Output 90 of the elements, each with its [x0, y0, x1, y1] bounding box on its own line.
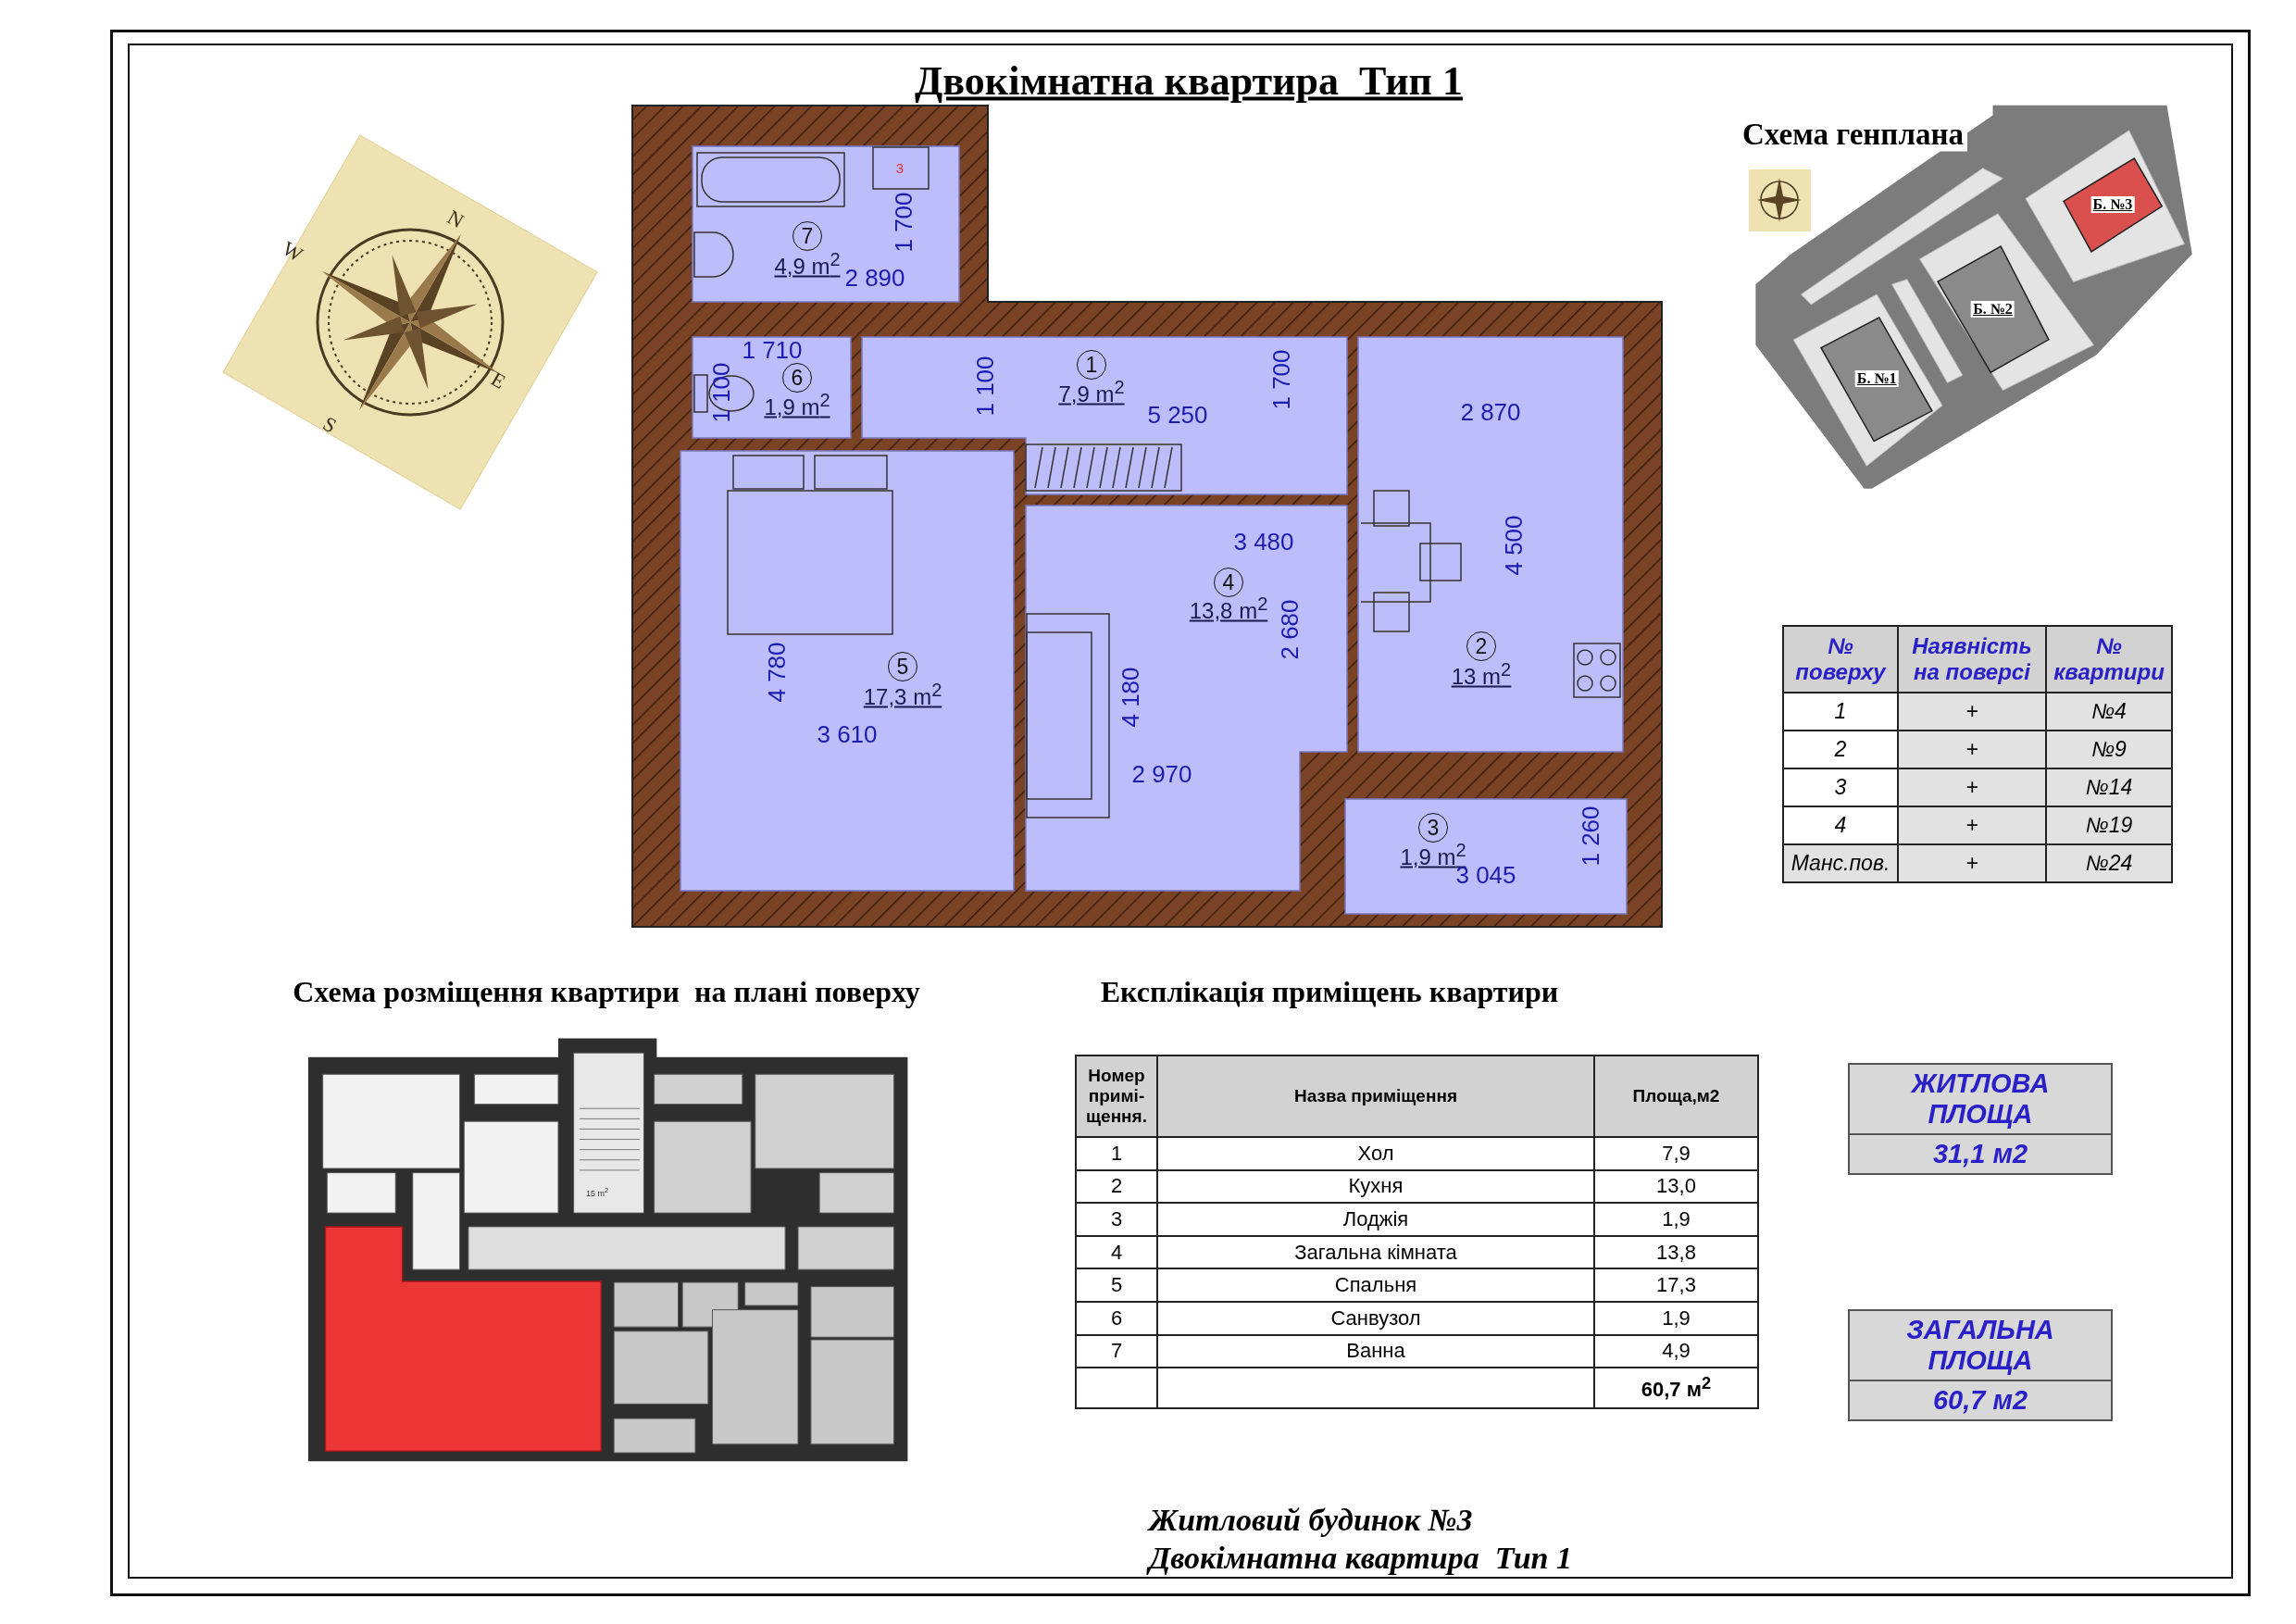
- room-number: 1: [1076, 1137, 1157, 1170]
- building-label: Б. №1: [1854, 370, 1899, 388]
- room-number: 7: [1076, 1334, 1157, 1368]
- room-name: Лоджія: [1157, 1203, 1594, 1236]
- dimension-label: 1 100: [706, 362, 736, 423]
- room-floor: [693, 337, 851, 438]
- room-name: Хол: [1157, 1137, 1594, 1170]
- availability-mark: +: [1898, 844, 2046, 882]
- availability-mark: +: [1898, 693, 2046, 731]
- room-floor: [1345, 799, 1627, 914]
- availability-mark: +: [1898, 731, 2046, 768]
- room-area: 17,3: [1594, 1268, 1758, 1302]
- room-number: 3: [1076, 1203, 1157, 1236]
- building-label: Б. №2: [1971, 301, 2015, 319]
- dimension-label: 1 260: [1576, 806, 1605, 867]
- floor-number: Манс.пов.: [1783, 844, 1898, 882]
- room-name: Кухня: [1157, 1169, 1594, 1204]
- room-floor: [1026, 506, 1347, 891]
- building-label: Б. №3: [2090, 196, 2135, 214]
- compass-letter: N: [443, 205, 468, 234]
- apartment-number: №24: [2046, 844, 2172, 882]
- apartment-number: №19: [2046, 806, 2172, 844]
- column-header: Площа,м2: [1594, 1056, 1758, 1137]
- section-heading: Схема розміщення квартири на плані поверху: [293, 974, 920, 1009]
- apartment-number: №14: [2046, 768, 2172, 806]
- area-heading: ЖИТЛОВА ПЛОЩА: [1910, 1068, 2051, 1131]
- room-number: 6: [1076, 1301, 1157, 1335]
- room-number: 5: [1076, 1268, 1157, 1302]
- dimension-label: 1 700: [889, 192, 918, 253]
- area-summary-panel: [1848, 1063, 2113, 1175]
- room-name: Спальня: [1157, 1268, 1594, 1302]
- building-footprint: [1821, 317, 1933, 442]
- room-area: 60,7 м$^{2}$: [1594, 1368, 1758, 1409]
- column-header: № квартири: [2046, 626, 2172, 693]
- dimension-label: 1 700: [1267, 349, 1296, 410]
- room-area: 13,8: [1594, 1235, 1758, 1269]
- dimension-label: 4 780: [762, 642, 792, 703]
- compass-letter: S: [318, 411, 341, 439]
- availability-mark: +: [1898, 806, 2046, 844]
- room-area: 4,9 m$^{2}$: [774, 248, 841, 280]
- room-number: 4: [1076, 1235, 1157, 1269]
- dimension-label: 2 680: [1275, 599, 1304, 660]
- area-summary-panel: [1848, 1309, 2113, 1421]
- compass-letter: E: [486, 367, 510, 394]
- footer-text: Житловий будинок №3: [1149, 1503, 1473, 1538]
- dimension-label: 4 180: [1116, 667, 1145, 728]
- room-floor: [680, 451, 1014, 891]
- floor-number: 1: [1783, 693, 1898, 731]
- room-area: 7,9: [1594, 1137, 1758, 1170]
- section-heading: Експлікація приміщень квартири: [1100, 974, 1559, 1009]
- building-footprint: [1937, 246, 2049, 373]
- floor-number: 3: [1783, 768, 1898, 806]
- compass-letter: W: [278, 236, 307, 268]
- dimension-label: 2 870: [1460, 397, 1521, 427]
- column-header: № поверху: [1783, 626, 1898, 693]
- dimension-label: 4 500: [1499, 515, 1529, 576]
- room-area: 13,0: [1594, 1169, 1758, 1204]
- room-area: 17,3 m$^{2}$: [863, 679, 942, 710]
- room-floor: [693, 146, 959, 302]
- area-note: 15 m$^{2}$: [585, 1185, 609, 1198]
- apartment-number: №9: [2046, 731, 2172, 768]
- apartment-number: №4: [2046, 693, 2172, 731]
- column-header: Назва приміщення: [1157, 1056, 1594, 1137]
- dimension-label: 2 970: [1131, 759, 1192, 789]
- dimension-label: 3 610: [817, 719, 878, 749]
- floor-number: 4: [1783, 806, 1898, 844]
- room-floor: [862, 337, 1347, 494]
- dimension-label: 1 710: [742, 335, 803, 365]
- dimension-label: 1 100: [970, 356, 1000, 417]
- room-area: 1,9: [1594, 1203, 1758, 1236]
- area-heading: ЗАГАЛЬНА ПЛОЩА: [1905, 1314, 2055, 1377]
- dimension-label: 5 250: [1147, 400, 1208, 430]
- room-floor: [1358, 337, 1623, 752]
- area-value: 60,7 м2: [1850, 1380, 2111, 1419]
- area-value: 31,1 м2: [1850, 1133, 2111, 1173]
- availability-mark: +: [1898, 768, 2046, 806]
- floor-number: 2: [1783, 731, 1898, 768]
- column-header: Наявність на поверсі: [1898, 626, 2046, 693]
- room-area: 13 m$^{2}$: [1451, 658, 1512, 690]
- appliance-mark: 3: [895, 159, 905, 176]
- building-footprint: [2063, 157, 2163, 252]
- room-number: 2: [1076, 1169, 1157, 1204]
- room-name: Загальна кімната: [1157, 1235, 1594, 1269]
- room-area: 4,9: [1594, 1334, 1758, 1368]
- room-name: Санвузол: [1157, 1301, 1594, 1335]
- room-area: 1,9: [1594, 1301, 1758, 1335]
- dimension-label: 3 480: [1233, 527, 1294, 556]
- column-header: Номер примі-щення.: [1076, 1056, 1157, 1137]
- room-name: Ванна: [1157, 1334, 1594, 1368]
- page-title: Двокімнатна квартира Тип 1: [915, 56, 1463, 105]
